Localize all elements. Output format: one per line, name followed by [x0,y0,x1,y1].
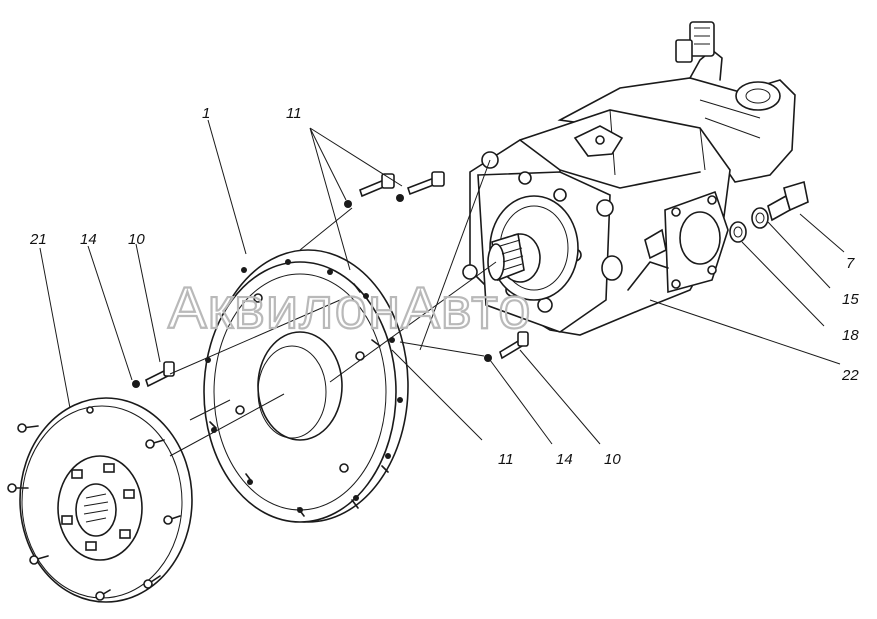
label-part-14-left: 14 [80,231,97,248]
label-part-7: 7 [846,255,855,272]
label-part-10-left: 10 [128,231,145,248]
bolt-7-assembly [729,180,809,243]
label-part-11-top: 11 [286,105,302,122]
flange-housing-1 [203,249,409,523]
label-part-11-bottom: 11 [498,451,514,468]
label-part-21: 21 [29,231,47,248]
label-part-14-bottom: 14 [556,451,573,468]
bolts-and-washers [132,171,529,388]
label-part-10-bottom: 10 [604,451,621,468]
label-part-15: 15 [842,291,859,308]
assembly-lines [169,159,497,457]
label-part-1: 1 [202,105,210,122]
drive-plate-21 [7,397,193,603]
label-part-18: 18 [842,327,859,344]
pump-assembly [462,21,796,336]
watermark-text: АквилонАвто [168,276,531,341]
label-part-22: 22 [841,367,859,384]
leader-lines [39,119,845,445]
